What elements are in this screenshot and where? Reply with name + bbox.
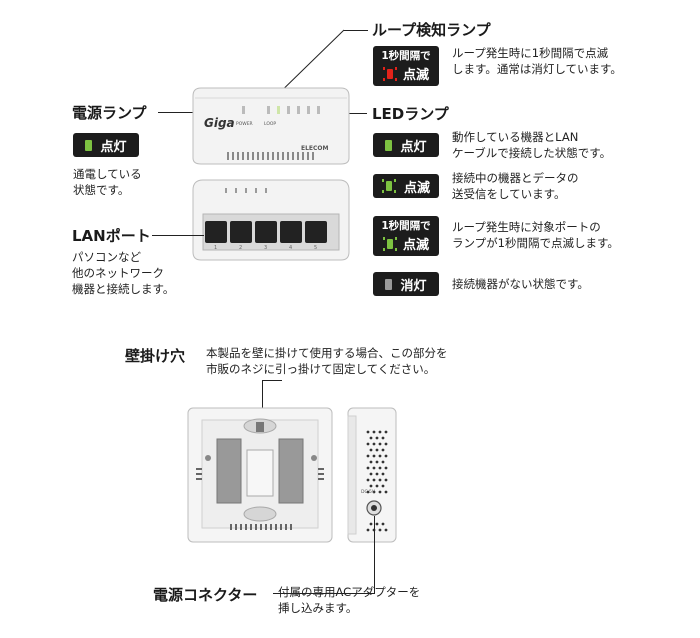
led-state-loop-badge: 1秒間隔で 点滅 <box>373 216 439 256</box>
led-state-blink-desc: 接続中の機器とデータの 送受信をしています。 <box>452 171 579 201</box>
power-connector-leader-v <box>374 516 375 593</box>
power-led-heading: 電源ランプ <box>72 104 147 122</box>
green-blink-icon <box>381 179 396 193</box>
wall-hole-leader-v <box>262 380 263 426</box>
lan-port[interactable] <box>205 221 227 243</box>
led-state-off-desc: 接続機器がない状態です。 <box>452 277 589 291</box>
power-connector-heading: 電源コネクター <box>153 586 258 604</box>
led-state-on-badge: 点灯 <box>373 133 439 157</box>
loop-led-badge-bottom: 点滅 <box>402 68 429 83</box>
power-label: POWER <box>236 122 253 127</box>
green-led-icon <box>85 139 93 151</box>
led-state-on-desc: 動作している機器とLAN ケーブルで接続した状態です。 <box>452 130 612 160</box>
port-number: 4 <box>289 245 293 251</box>
led-state-blink-badge: 点滅 <box>373 174 439 198</box>
loop-led-leader-h <box>344 30 368 31</box>
loop-led-badge: 1秒間隔で 点滅 <box>373 46 439 86</box>
wall-hole-heading: 壁掛け穴 <box>125 347 186 365</box>
lan-port[interactable] <box>280 221 302 243</box>
green-led-icon <box>385 139 393 151</box>
power-connector-desc: 付属の専用ACアダプターを 挿し込みます。 <box>278 585 421 615</box>
power-connector-leader-h <box>273 593 375 594</box>
led-state-loop-desc: ループ発生時に対象ポートの ランプが1秒間隔で点滅します。 <box>452 220 619 250</box>
green-blink-icon <box>382 236 397 251</box>
led-lamp-heading: LEDランプ <box>372 105 449 123</box>
lan-port-heading: LANポート <box>72 227 151 245</box>
dc-label: DC 5V <box>361 490 375 495</box>
power-connector-jack[interactable] <box>367 501 381 515</box>
led-state-off-badge: 消灯 <box>373 272 439 296</box>
power-led-desc: 通電している 状態です。 <box>73 167 142 197</box>
wall-hole-desc: 本製品を壁に掛けて使用する場合、この部分を 市販のネジに引っ掛けて固定してくださ… <box>206 346 448 376</box>
power-led-badge: 点灯 <box>73 133 139 157</box>
brand-logo: Giga <box>204 116 235 130</box>
red-blink-icon <box>382 66 397 81</box>
loop-led-desc: ループ発生時に1秒間隔で点滅 します。通常は消灯しています。 <box>452 46 622 76</box>
port-number: 2 <box>239 245 243 251</box>
lan-port[interactable] <box>230 221 252 243</box>
wall-hole-leader-h <box>262 380 282 381</box>
maker-logo: ELECOM <box>301 145 329 152</box>
port-number: 1 <box>214 245 218 251</box>
port-number: 3 <box>264 245 268 251</box>
loop-led-badge-top: 1秒間隔で <box>381 50 431 62</box>
loop-label: LOOP <box>264 122 277 127</box>
port-number: 5 <box>314 245 318 251</box>
lan-port[interactable] <box>255 221 277 243</box>
loop-led-heading: ループ検知ランプ <box>372 21 491 39</box>
gray-led-icon <box>385 278 393 290</box>
power-led-badge-label: 点灯 <box>100 139 127 155</box>
lan-port-leader <box>152 235 204 236</box>
lan-port-desc: パソコンなど 他のネットワーク 機器と接続します。 <box>72 250 175 296</box>
lan-port[interactable] <box>305 221 327 243</box>
